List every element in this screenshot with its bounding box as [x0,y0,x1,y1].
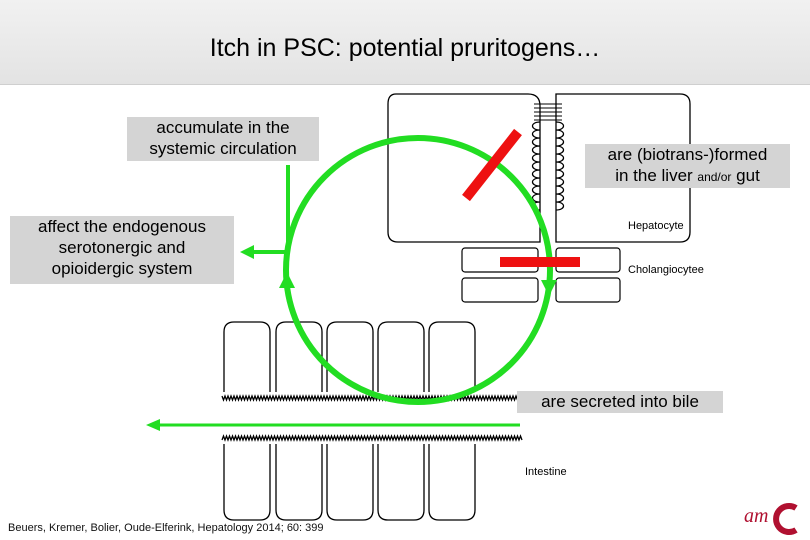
cholangiocyte-cell [555,277,621,303]
title-bar [0,0,810,85]
hepatocyte-label: Hepatocyte [628,220,684,232]
enterocyte-top [326,321,374,392]
loop-upward-arrow-head [279,272,295,288]
enterocyte-top [223,321,271,392]
enterocyte-bottom [275,444,323,521]
enterocyte-bottom [428,444,476,521]
amc-logo-icon: am [744,503,798,535]
page-title: Itch in PSC: potential pruritogens… [209,34,601,62]
enterocyte-bottom [377,444,425,521]
cholangiocyte-cell [461,277,539,303]
enterocyte-bottom [326,444,374,521]
enterocyte-top [428,321,476,392]
enterocyte-bottom [223,444,271,521]
label-secreted-into-bile: are secreted into bile [517,391,723,413]
endogenous-arrow-head [240,245,254,259]
red-block-hepatocyte [462,128,522,202]
logo-text: am [744,505,768,527]
citation: Beuers, Kremer, Bolier, Oude-Elferink, H… [8,522,324,534]
enterocyte-top [377,321,425,392]
cholangiocyte-label: Cholangiocytee [628,264,704,276]
intestine-bottom-row [221,434,523,521]
enterohepatic-circulation-loop [283,135,553,405]
canaliculus-left-villi [531,121,541,211]
hepatocyte-left-cell [387,93,541,243]
hepatocyte-right-cell [555,93,691,243]
bile-downward-arrow-head [541,280,557,296]
intestine-label: Intestine [525,466,567,478]
intestinal-villi-bottom [221,434,523,442]
intestine-exit-arrow-head [146,419,160,431]
tight-junction [534,103,562,121]
label-liver-biotransformation: are (biotrans-)formed in the liver and/o… [585,144,790,188]
canaliculus-right-villi [555,121,565,211]
